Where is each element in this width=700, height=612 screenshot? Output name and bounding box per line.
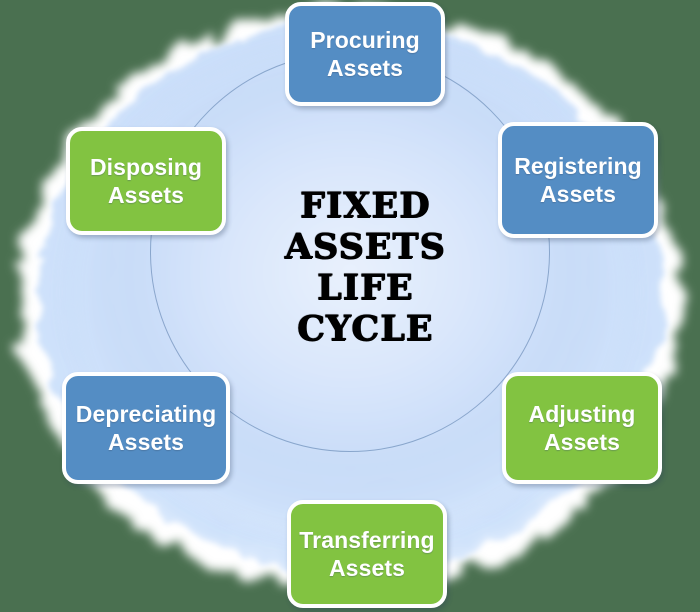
node-transferring-assets-label: Transferring Assets	[299, 526, 435, 581]
node-registering-assets-label: Registering Assets	[514, 152, 642, 207]
node-disposing-assets-label: Disposing Assets	[89, 153, 203, 208]
node-procuring-assets[interactable]: Procuring Assets	[285, 2, 445, 106]
node-procuring-assets-label: Procuring Assets	[310, 26, 420, 81]
node-disposing-assets[interactable]: Disposing Assets	[66, 127, 226, 235]
node-transferring-assets[interactable]: Transferring Assets	[287, 500, 447, 608]
page-title: FIXED ASSETS LIFE CYCLE	[284, 185, 446, 349]
node-depreciating-assets-label: Depreciating Assets	[75, 400, 217, 455]
node-registering-assets[interactable]: Registering Assets	[498, 122, 658, 238]
node-depreciating-assets[interactable]: Depreciating Assets	[62, 372, 230, 484]
node-adjusting-assets-label: Adjusting Assets	[528, 400, 636, 455]
node-adjusting-assets[interactable]: Adjusting Assets	[502, 372, 662, 484]
